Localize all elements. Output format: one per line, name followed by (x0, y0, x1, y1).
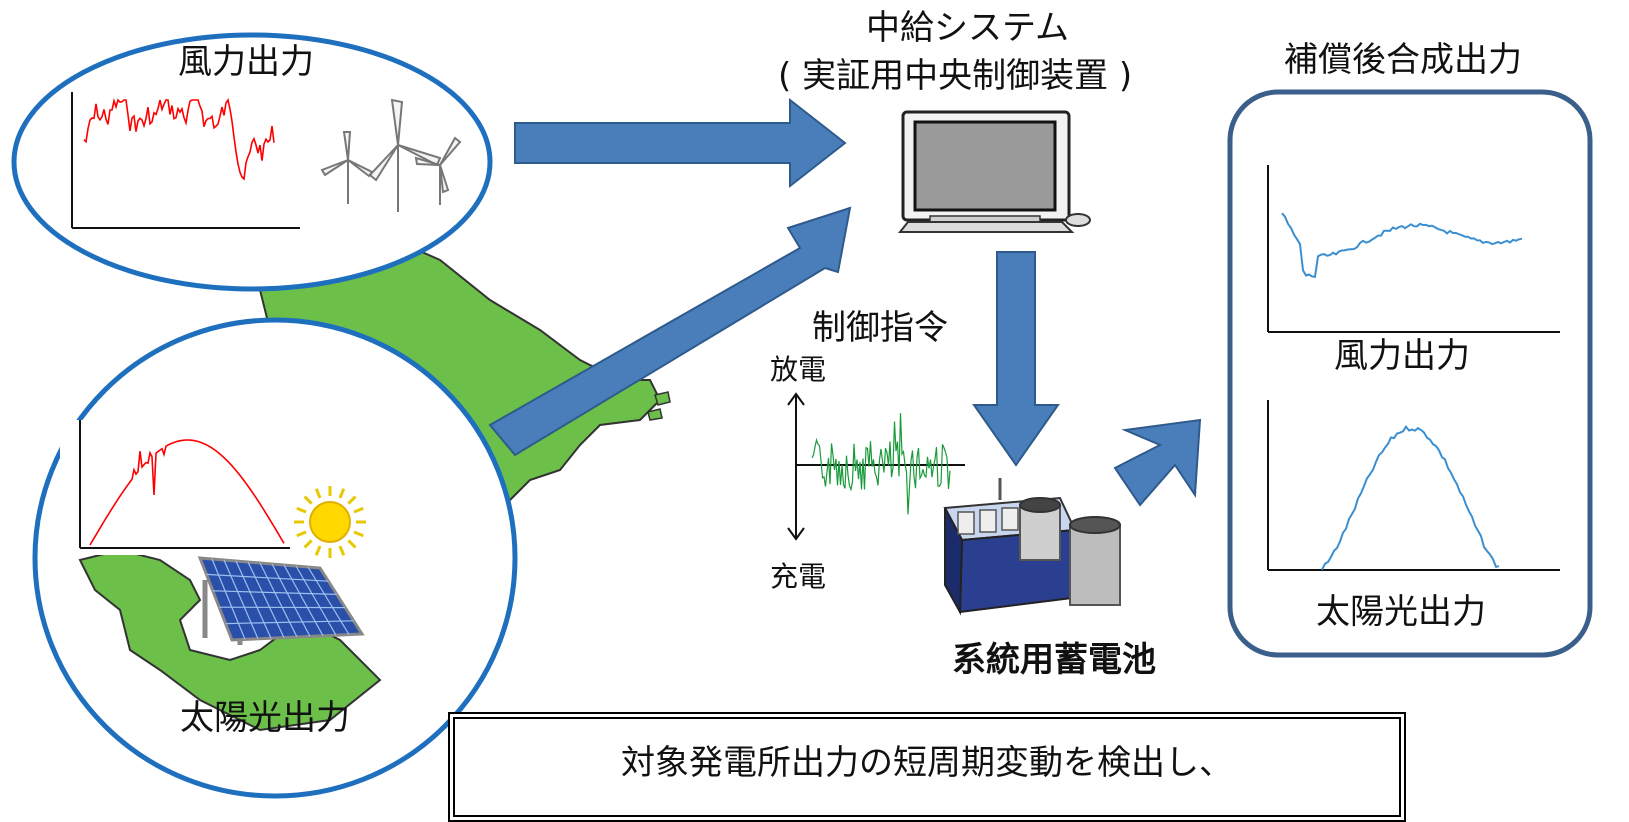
solar-output-chart (60, 420, 290, 555)
relay-system-title: 中給システム (866, 10, 1069, 47)
discharge-label: 放電 (770, 355, 826, 386)
computer-icon (900, 112, 1090, 232)
control-command-series (812, 413, 950, 514)
compensated-output-title: 補償後合成出力 (1284, 42, 1522, 79)
wind-output-label: 風力出力 (178, 44, 314, 81)
caption-box: 対象発電所出力の短周期変動を検出し、 (448, 712, 1406, 822)
battery-icon (945, 478, 1120, 612)
charge-label: 充電 (770, 562, 826, 593)
relay-system-subtitle: ( 実証用中央制御装置 ) (778, 58, 1132, 95)
control-command-chart (788, 394, 965, 539)
control-command-label: 制御指令 (812, 310, 948, 347)
wind-to-relay-arrow (515, 100, 845, 186)
solar-output-label: 太陽光出力 (180, 700, 350, 737)
grid-battery-label: 系統用蓄電池 (952, 642, 1156, 679)
relay-to-battery-arrow (974, 252, 1058, 465)
right-solar-label: 太陽光出力 (1316, 594, 1486, 631)
right-wind-label: 風力出力 (1334, 338, 1470, 375)
caption-text: 対象発電所出力の短周期変動を検出し、 (455, 735, 1399, 784)
battery-to-output-arrow (1115, 420, 1200, 505)
